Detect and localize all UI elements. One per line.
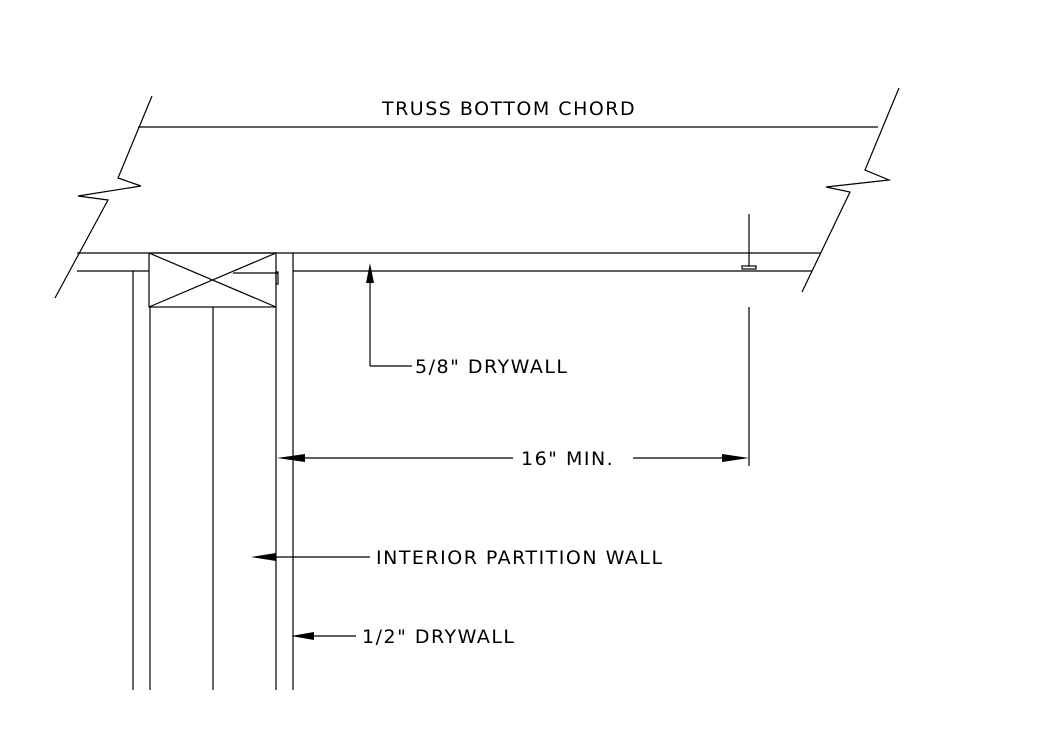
- truss-bottom-chord: [54, 87, 900, 299]
- right-break-line: [801, 87, 900, 293]
- partition-wall: [132, 271, 294, 690]
- arrow-left-icon: [277, 454, 305, 462]
- left-break-line: [54, 95, 153, 299]
- top-plate-block: [148, 252, 279, 308]
- dimension-line: [277, 454, 749, 462]
- drywall-wall-label: 1/2" DRYWALL: [362, 626, 516, 648]
- partition-label: INTERIOR PARTITION WALL: [376, 547, 664, 569]
- ceiling-drywall: [77, 252, 821, 272]
- drywall-ceiling-leader: [366, 263, 412, 367]
- arrow-left-icon: [251, 553, 276, 561]
- partition-leader: [251, 553, 370, 561]
- arrow-left-icon: [291, 632, 314, 640]
- arrow-right-icon: [722, 454, 749, 462]
- truss-label: TRUSS BOTTOM CHORD: [381, 98, 636, 120]
- dimension-label: 16" MIN.: [521, 448, 614, 470]
- drywall-ceiling-label: 5/8" DRYWALL: [415, 356, 569, 378]
- drywall-wall-leader: [291, 632, 356, 640]
- arrow-up-icon: [366, 263, 374, 283]
- ceiling-fastener: [741, 214, 757, 466]
